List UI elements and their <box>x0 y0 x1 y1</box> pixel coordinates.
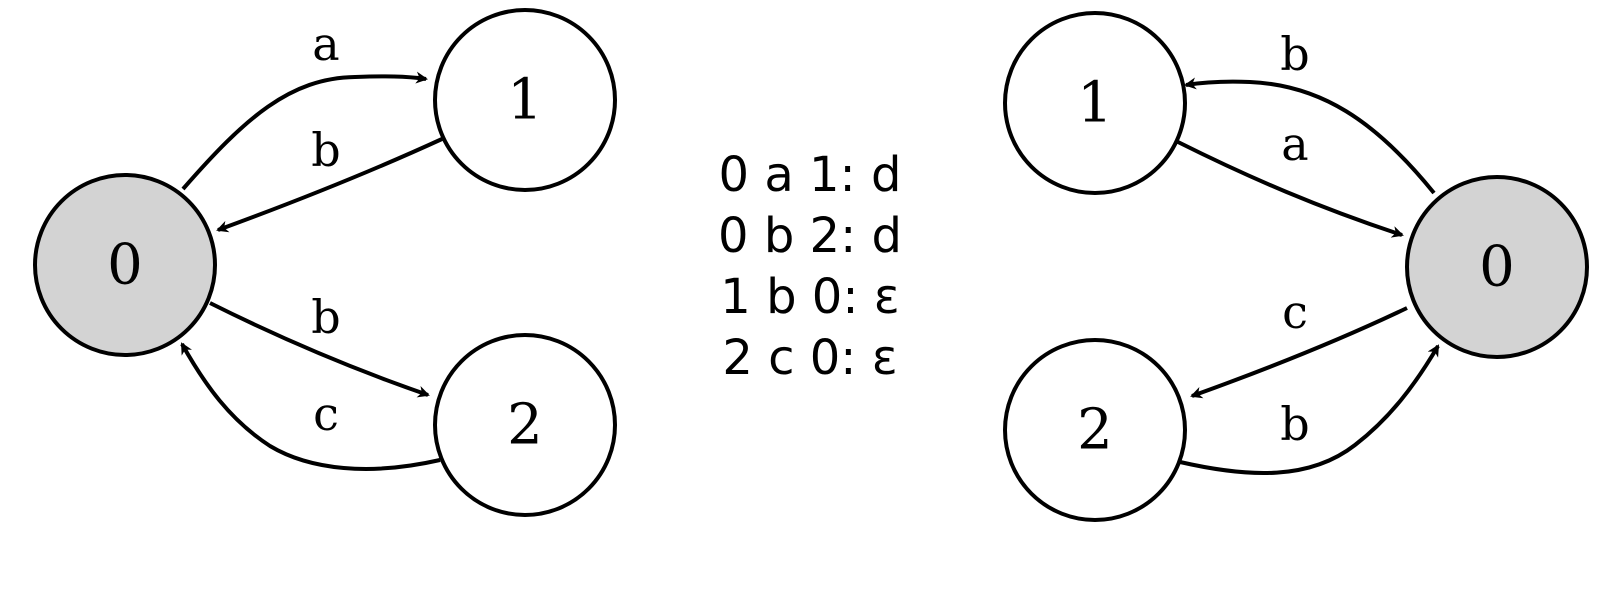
left-state-2-circle <box>433 333 617 517</box>
rule-line: 1 b 0: ε <box>720 269 900 325</box>
right-edge-0-to-2-label: c <box>1282 285 1308 339</box>
right-state-0: 0 <box>1405 175 1589 359</box>
left-edge-0-to-1 <box>181 71 428 191</box>
right-state-1-label: 1 <box>1077 71 1113 136</box>
right-edge-1-to-0-label: a <box>1281 117 1308 171</box>
left-state-0-label: 0 <box>107 233 143 298</box>
left-edge-2-to-0 <box>180 342 441 471</box>
right-automaton: b a c b 1 2 0 <box>1003 11 1589 522</box>
left-edge-0-to-2-label: b <box>311 290 340 344</box>
right-edge-0-to-1-label: b <box>1280 27 1309 81</box>
left-edge-1-to-0 <box>216 137 443 233</box>
right-edge-2-to-0-label: b <box>1280 397 1309 451</box>
right-edge-0-to-1 <box>1184 77 1436 195</box>
left-state-2-label: 2 <box>507 393 543 458</box>
right-state-2-circle <box>1003 338 1187 522</box>
rule-line: 0 a 1: d <box>718 147 902 203</box>
rule-line: 0 b 2: d <box>718 208 902 264</box>
left-state-1-label: 1 <box>507 68 543 133</box>
left-edge-2-to-0-label: c <box>313 387 339 441</box>
rule-line: 2 c 0: ε <box>722 330 898 386</box>
right-state-1: 1 <box>1003 11 1187 195</box>
left-state-2: 2 <box>433 333 617 517</box>
right-edge-0-to-2 <box>1190 306 1408 399</box>
left-edge-1-to-0-label: b <box>311 123 340 177</box>
left-state-0: 0 <box>33 173 217 357</box>
right-state-0-circle <box>1405 175 1589 359</box>
right-state-1-circle <box>1003 11 1187 195</box>
left-state-1-circle <box>433 8 617 192</box>
right-state-2: 2 <box>1003 338 1187 522</box>
left-automaton: a b b c 0 1 2 <box>33 8 617 517</box>
left-state-0-circle <box>33 173 217 357</box>
right-state-0-label: 0 <box>1479 235 1515 300</box>
left-edge-0-to-2 <box>209 301 430 398</box>
left-state-1: 1 <box>433 8 617 192</box>
right-edge-2-to-0 <box>1179 344 1440 476</box>
right-edge-1-to-0 <box>1177 140 1404 238</box>
right-state-2-label: 2 <box>1077 398 1113 463</box>
left-edge-0-to-1-label: a <box>312 17 339 71</box>
transition-rules: 0 a 1: d 0 b 2: d 1 b 0: ε 2 c 0: ε <box>700 145 920 389</box>
